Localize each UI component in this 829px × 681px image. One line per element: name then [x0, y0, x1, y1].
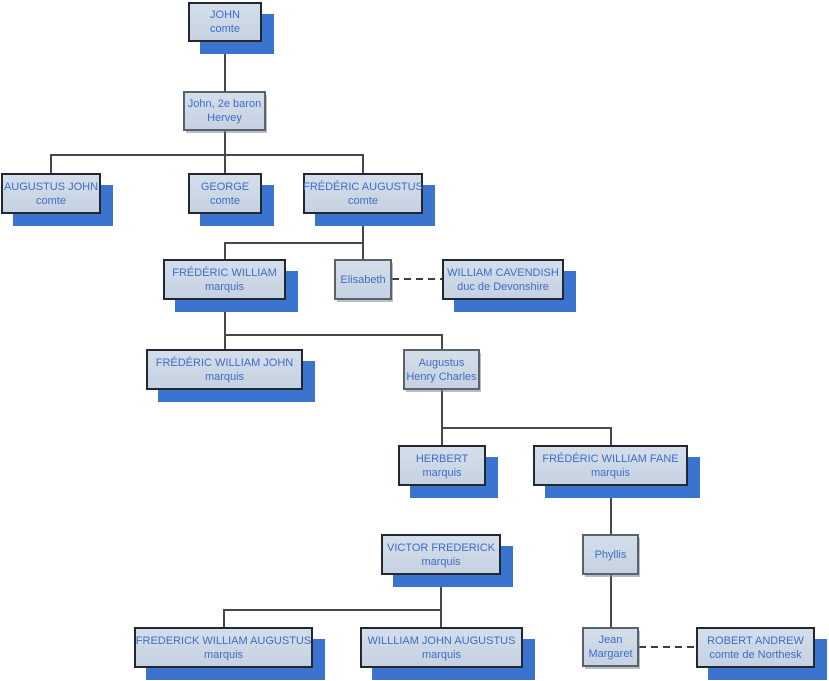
person-name: Augustus	[418, 356, 465, 369]
edge-augustus-henry-children-bus	[441, 427, 612, 429]
edge-drop-frederic-william-fane	[610, 427, 612, 445]
edge-hervey-children-bus	[51, 154, 364, 156]
node-augustus-john[interactable]: AUGUSTUS JOHN comte	[1, 173, 101, 214]
person-name: Phyllis	[594, 548, 627, 561]
node-william-cavendish[interactable]: WILLIAM CAVENDISH duc de Devonshire	[442, 259, 564, 300]
node-frederick-william-augustus[interactable]: FREDERICK WILLIAM AUGUSTUS marquis	[134, 627, 313, 668]
edge-marriage-elisabeth-cavendish	[392, 278, 442, 280]
person-name-2: Margaret	[588, 648, 633, 660]
person-title: comte	[210, 23, 240, 35]
person-title: marquis	[421, 648, 462, 661]
node-victor-frederick[interactable]: VICTOR FREDERICK marquis	[381, 534, 501, 575]
node-herbert[interactable]: HERBERT marquis	[398, 445, 486, 486]
edge-drop-frederic-augustus	[362, 154, 364, 173]
node-john[interactable]: JOHN comte	[188, 2, 262, 42]
person-name: AUGUSTUS JOHN	[3, 180, 99, 193]
edge-frederic-augustus-stem	[362, 214, 364, 259]
edge-drop-frederick-william-augustus	[223, 609, 225, 627]
edge-marriage-jean-margaret-robert-andrew	[639, 646, 696, 648]
person-title: comte de Northesk	[709, 648, 802, 661]
edge-john-hervey	[224, 42, 226, 91]
person-title: marquis	[204, 370, 245, 383]
person-title: marquis	[422, 466, 462, 479]
person-name: John, 2e baron	[187, 98, 262, 110]
node-phyllis[interactable]: Phyllis	[582, 534, 639, 575]
person-name: ROBERT ANDREW	[707, 634, 804, 647]
person-title: marquis	[421, 555, 461, 568]
node-george[interactable]: GEORGE comte	[188, 173, 262, 214]
person-name: JOHN	[210, 9, 240, 21]
edge-victor-frederick-children-bus	[223, 609, 442, 611]
node-augustus-henry-charles[interactable]: Augustus Henry Charles	[403, 349, 480, 390]
node-robert-andrew[interactable]: ROBERT ANDREW comte de Northesk	[696, 627, 815, 668]
person-title: marquis	[590, 466, 631, 479]
person-name: VICTOR FREDERICK	[387, 541, 495, 554]
person-name: HERBERT	[415, 452, 469, 465]
person-title: marquis	[203, 648, 244, 661]
person-name: Elisabeth	[340, 273, 386, 286]
edge-hervey-stem	[224, 131, 226, 154]
edge-frederic-augustus-children-bus	[224, 242, 364, 244]
person-name: GEORGE	[200, 180, 250, 193]
edge-frederic-william-children-bus	[224, 334, 443, 336]
node-frederic-william[interactable]: FRÉDÉRIC WILLIAM marquis	[163, 259, 286, 300]
edge-drop-augustus-henry-charles	[441, 334, 443, 349]
person-title: comte	[348, 194, 378, 207]
node-john-2e-baron-hervey[interactable]: John, 2e baron Hervey	[183, 91, 266, 131]
person-name-2: Henry Charles	[406, 370, 477, 383]
person-name: FRÉDÉRIC WILLIAM JOHN	[155, 356, 294, 369]
person-name-2: Hervey	[207, 112, 242, 124]
person-title: comte	[210, 194, 240, 207]
node-frederic-william-fane[interactable]: FRÉDÉRIC WILLIAM FANE marquis	[533, 445, 688, 486]
person-name: WILLLIAM JOHN AUGUSTUS	[367, 634, 516, 647]
person-title: comte	[36, 194, 66, 207]
node-frederic-william-john[interactable]: FRÉDÉRIC WILLIAM JOHN marquis	[146, 349, 303, 390]
edge-drop-george	[224, 154, 226, 173]
person-name: FRÉDÉRIC WILLIAM FANE	[542, 452, 679, 465]
edge-fane-phyllis	[610, 486, 612, 534]
person-title: duc de Devonshire	[457, 280, 549, 293]
edge-drop-herbert	[441, 427, 443, 445]
edge-drop-frederic-william-john	[224, 334, 226, 349]
edge-victor-frederick-stem	[440, 575, 442, 609]
edge-frederic-william-stem	[224, 300, 226, 334]
edge-drop-augustus-john	[50, 154, 52, 173]
person-title: marquis	[204, 280, 245, 293]
edge-phyllis-jean-margaret	[610, 575, 612, 627]
node-elisabeth[interactable]: Elisabeth	[334, 259, 392, 300]
node-jean-margaret[interactable]: Jean Margaret	[582, 627, 639, 667]
edge-drop-willliam-john-augustus	[440, 609, 442, 627]
edge-drop-frederic-william	[224, 242, 226, 259]
edge-augustus-henry-stem	[441, 390, 443, 427]
node-frederic-augustus[interactable]: FRÉDÉRIC AUGUSTUS comte	[303, 173, 423, 214]
person-name: Jean	[598, 634, 623, 646]
person-name: FREDERICK WILLIAM AUGUSTUS	[135, 634, 312, 647]
node-willliam-john-augustus[interactable]: WILLLIAM JOHN AUGUSTUS marquis	[360, 627, 523, 668]
person-name: FRÉDÉRIC WILLIAM	[172, 266, 277, 279]
person-name: FRÉDÉRIC AUGUSTUS	[303, 180, 423, 193]
person-name: WILLIAM CAVENDISH	[447, 266, 559, 279]
